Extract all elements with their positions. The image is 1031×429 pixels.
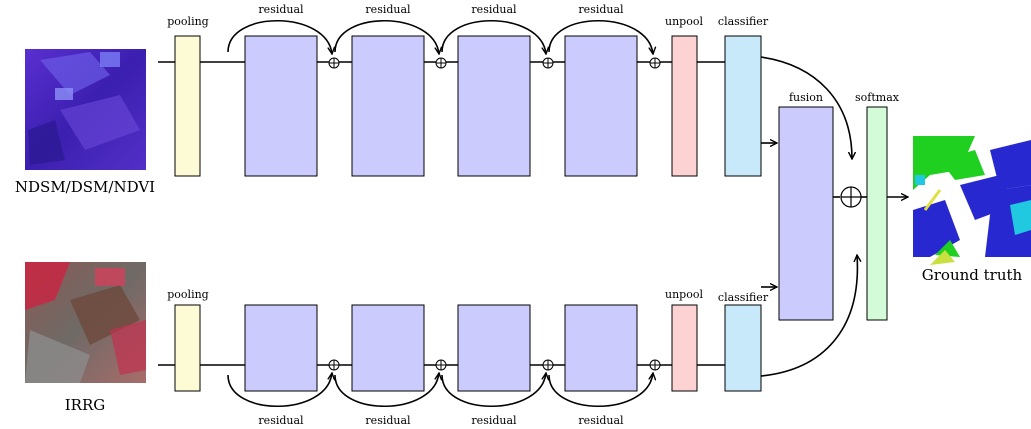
top-residual-label-2: residual	[365, 3, 411, 16]
bottom-residual-label-1: residual	[258, 414, 304, 427]
input-image-irrg	[25, 262, 146, 383]
bottom-pooling-block	[174, 304, 201, 392]
bottom-unpool-block	[671, 304, 698, 392]
top-classifier-label: classifier	[718, 15, 769, 28]
input-label-top: NDSM/DSM/NDVI	[15, 178, 155, 196]
bottom-classifier-label: classifier	[718, 291, 769, 304]
fusion-label: fusion	[789, 91, 823, 104]
top-classifier-skip-arrow	[760, 56, 852, 159]
top-residual-block-2	[351, 35, 425, 177]
bottom-residual-arc-4	[548, 373, 653, 408]
top-residual-label-3: residual	[471, 3, 517, 16]
bottom-pooling-label: pooling	[167, 288, 208, 301]
bottom-classifier-skip-arrow	[760, 255, 857, 377]
top-unpool-block	[671, 35, 698, 177]
top-residual-arc-1	[227, 19, 332, 54]
top-residual-label-1: residual	[258, 3, 304, 16]
bottom-residual-arc-2	[334, 373, 439, 408]
fusion-sum-symbol	[840, 186, 862, 208]
bottom-residual-arc-3	[441, 373, 546, 408]
fusion-block	[778, 106, 834, 321]
top-sum-symbols	[328, 57, 661, 69]
output-label: Ground truth	[922, 266, 1023, 284]
top-residual-arc-4	[548, 19, 653, 54]
top-residual-block-4	[564, 35, 638, 177]
bottom-sum-symbols	[328, 359, 661, 371]
bottom-residual-block-1	[244, 304, 318, 392]
bottom-residual-label-3: residual	[471, 414, 517, 427]
top-unpool-label: unpool	[665, 15, 703, 28]
bottom-residual-label-2: residual	[365, 414, 411, 427]
bottom-residual-label-4: residual	[578, 414, 624, 427]
bottom-residual-block-3	[457, 304, 531, 392]
top-pooling-label: pooling	[167, 15, 208, 28]
top-residual-arc-3	[441, 19, 546, 54]
bottom-residual-block-4	[564, 304, 638, 392]
top-pooling-block	[174, 35, 201, 177]
top-classifier-block	[724, 35, 762, 177]
bottom-classifier-block	[724, 304, 762, 392]
top-residual-arc-2	[334, 19, 439, 54]
bottom-residual-block-2	[351, 304, 425, 392]
top-residual-block-3	[457, 35, 531, 177]
bottom-unpool-label: unpool	[665, 288, 703, 301]
ground-truth-image	[913, 136, 1031, 265]
top-residual-label-4: residual	[578, 3, 624, 16]
top-residual-block-1	[244, 35, 318, 177]
input-image-ndsm	[25, 49, 146, 170]
softmax-block	[866, 106, 888, 321]
bottom-residual-arc-1	[227, 373, 332, 408]
softmax-label: softmax	[855, 91, 900, 104]
input-label-bottom: IRRG	[65, 396, 106, 414]
